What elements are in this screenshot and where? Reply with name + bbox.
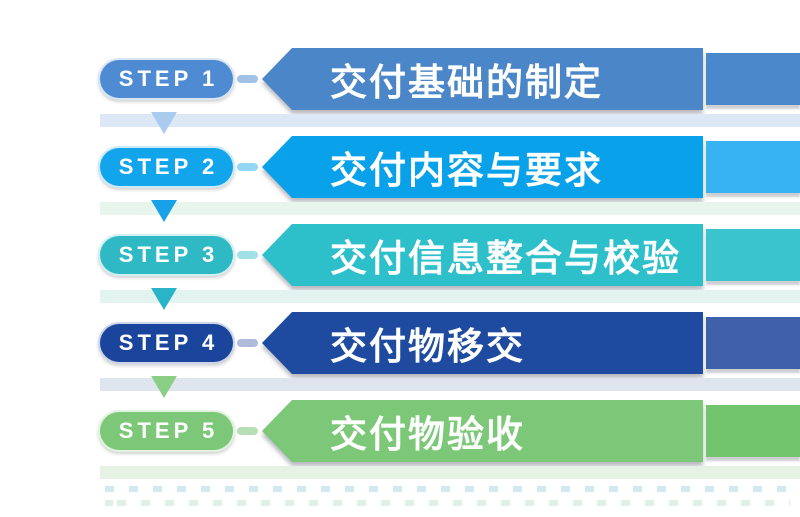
step-badge-5: STEP 5: [98, 410, 235, 452]
step-title: 交付物移交: [330, 326, 525, 367]
row-glow: [100, 378, 800, 391]
step-title: 交付物验收: [330, 414, 525, 455]
connector-dash: [237, 75, 258, 83]
step-row-1: STEP 1 交付基础的制定: [0, 48, 800, 127]
connector-dash: [237, 427, 258, 435]
arrow-banner-shape: 交付内容与要求: [262, 136, 703, 198]
step-title: 交付信息整合与校验: [330, 238, 681, 279]
banner-bleed: [706, 53, 800, 105]
step-row-3: STEP 3 交付信息整合与校验: [0, 224, 800, 303]
step-banner-2: 交付内容与要求: [262, 136, 703, 198]
step-row-4: STEP 4 交付物移交: [0, 312, 800, 391]
arrow-banner-shape: 交付信息整合与校验: [262, 224, 703, 286]
arrow-banner-shape: 交付基础的制定: [262, 48, 703, 110]
step-badge-label: STEP 5: [118, 418, 219, 443]
step-badge-2: STEP 2: [98, 146, 235, 188]
step-banner-3: 交付信息整合与校验: [262, 224, 703, 286]
banner-bleed: [706, 405, 800, 457]
arrow-banner-shape: 交付物移交: [262, 312, 703, 374]
step-banner-1: 交付基础的制定: [262, 48, 703, 110]
step-badge-3: STEP 3: [98, 234, 235, 276]
bottom-dots-decoration: [105, 500, 790, 506]
step-row-5: STEP 5 交付物验收: [0, 400, 800, 479]
banner-bleed: [706, 317, 800, 369]
step-title: 交付内容与要求: [330, 150, 603, 191]
banner-bleed: [706, 141, 800, 193]
step-banner-5: 交付物验收: [262, 400, 703, 462]
bottom-dots-decoration: [105, 486, 790, 492]
step-badge-label: STEP 3: [118, 242, 219, 267]
row-glow: [100, 290, 800, 303]
step-banner-4: 交付物移交: [262, 312, 703, 374]
connector-dash: [237, 339, 258, 347]
step-row-2: STEP 2 交付内容与要求: [0, 136, 800, 215]
row-glow: [100, 114, 800, 127]
connector-dash: [237, 163, 258, 171]
step-badge-label: STEP 1: [118, 66, 219, 91]
row-glow: [100, 466, 800, 479]
step-badge-label: STEP 4: [118, 330, 219, 355]
step-badge-label: STEP 2: [118, 154, 219, 179]
banner-bleed: [706, 229, 800, 281]
step-badge-1: STEP 1: [98, 58, 235, 100]
step-title: 交付基础的制定: [330, 62, 603, 103]
step-badge-4: STEP 4: [98, 322, 235, 364]
connector-dash: [237, 251, 258, 259]
arrow-banner-shape: 交付物验收: [262, 400, 703, 462]
row-glow: [100, 202, 800, 215]
